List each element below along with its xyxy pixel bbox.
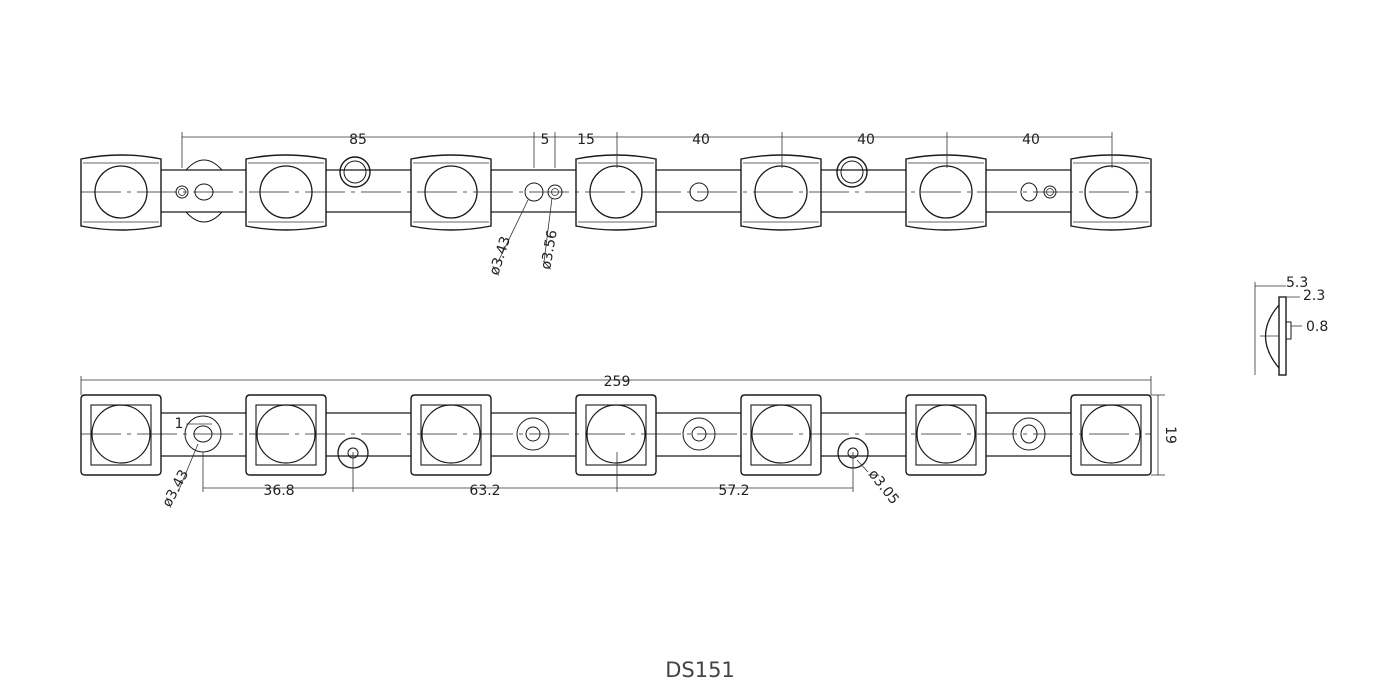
dim-bottom-dia-343: ø3.43 — [159, 467, 192, 510]
leader-line — [497, 199, 529, 263]
bridge-ring — [516, 417, 550, 451]
led-pad — [410, 154, 492, 231]
dim-top-5: 5 — [541, 132, 550, 148]
dim-top-40-b: 40 — [857, 132, 875, 148]
hole-343 — [524, 182, 544, 202]
dim-top-40-c: 40 — [1022, 132, 1040, 148]
mount-boss — [339, 156, 371, 188]
leader-line — [177, 443, 199, 493]
dim-bottom-19: 19 — [1162, 426, 1178, 444]
dim-side-53: 5.3 — [1286, 275, 1308, 291]
dim-side-08: 0.8 — [1306, 319, 1328, 335]
led-pad — [80, 154, 162, 231]
dim-bottom-dia-305: ø3.05 — [865, 467, 902, 508]
led-pad — [740, 154, 822, 231]
board-profile — [1278, 296, 1287, 376]
hole-inner — [178, 188, 186, 196]
bottom-view — [80, 376, 1165, 493]
dim-bottom-368: 36.8 — [263, 483, 294, 499]
slot-hole — [194, 183, 214, 201]
led-pad — [740, 394, 822, 476]
led-pad — [575, 394, 657, 476]
dim-side-23: 2.3 — [1303, 288, 1325, 304]
lens-circle — [919, 165, 973, 219]
hole — [691, 426, 707, 442]
led-pad — [1070, 154, 1152, 231]
lobe — [185, 211, 223, 223]
leader-line — [856, 459, 869, 473]
hole-356-inner — [551, 188, 559, 196]
led-pad — [905, 154, 987, 231]
led-pad — [410, 394, 492, 476]
hole-356 — [547, 184, 563, 200]
lens-profile — [1265, 304, 1280, 369]
led-pad — [245, 394, 327, 476]
dim-bottom-1: 1 — [175, 416, 184, 432]
dim-top-40-a: 40 — [692, 132, 710, 148]
side-view — [1254, 282, 1302, 376]
lobe — [185, 159, 223, 171]
dim-top-dia-356: ø3.56 — [538, 229, 561, 271]
leader-line — [543, 197, 553, 263]
dim-bottom-572: 57.2 — [718, 483, 749, 499]
lens-circle — [916, 404, 976, 464]
mount-boss-inner — [343, 160, 367, 184]
mount-boss — [836, 156, 868, 188]
led-pad — [80, 394, 162, 476]
dim-bottom-259: 259 — [604, 374, 631, 390]
slot-hole — [193, 425, 213, 443]
led-pad — [245, 154, 327, 231]
mount-boss-inner — [840, 160, 864, 184]
hole — [1043, 185, 1057, 199]
connector-profile — [1285, 321, 1292, 340]
slot-hole — [1020, 182, 1038, 202]
led-pad — [575, 154, 657, 231]
drawing-title: DS151 — [665, 658, 735, 682]
hole — [689, 182, 709, 202]
dim-bottom-632: 63.2 — [469, 483, 500, 499]
dim-top-85: 85 — [349, 132, 367, 148]
led-pad — [905, 394, 987, 476]
dim-top-dia-343: ø3.43 — [487, 234, 515, 277]
slot-hole — [1020, 424, 1038, 444]
hole-inner — [1046, 188, 1054, 196]
bridge-ring — [1012, 417, 1046, 451]
dim-top-15: 15 — [577, 132, 595, 148]
hole — [525, 426, 541, 442]
bridge-ring — [682, 417, 716, 451]
led-pad — [1070, 394, 1152, 476]
top-view — [80, 132, 1152, 263]
hole — [175, 185, 189, 199]
